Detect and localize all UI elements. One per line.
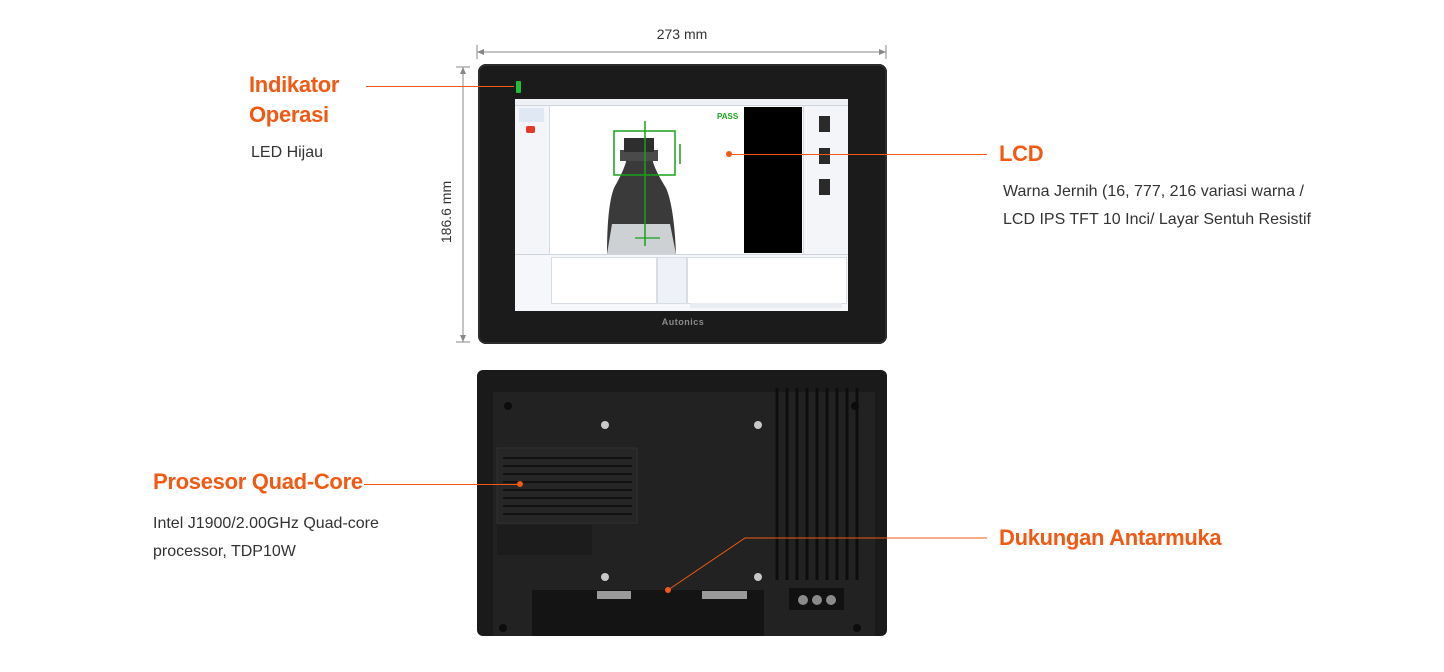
interface-title: Dukungan Antarmuka [999,525,1222,550]
screen-bottom-panel [515,254,848,311]
operation-indicator-description: LED Hijau [251,144,324,161]
operation-indicator-title-line1: Indikator [249,72,340,97]
device-back [477,370,887,636]
processor-title: Prosesor Quad-Core [153,469,363,494]
device-front: Autonics PASS [478,64,887,344]
screen-menubar [515,99,848,106]
screen-black-preview [744,107,802,253]
screen-left-panel [515,106,550,254]
lcd-screen: PASS [515,99,848,311]
lcd-description-line2: LCD IPS TFT 10 Inci/ Layar Sentuh Resist… [1003,211,1311,228]
processor-leader-dot [517,481,523,487]
interface-leader-line [665,537,987,593]
pass-status: PASS [717,112,739,121]
processor-description-line1: Intel J1900/2.00GHz Quad-core [153,515,379,532]
lcd-leader-dot [726,151,732,157]
lcd-leader-line [729,154,987,155]
width-dimension-arrow [476,45,887,59]
lcd-description-line1: Warna Jernih (16, 777, 216 variasi warna… [1003,183,1304,200]
processor-description-line2: processor, TDP10W [153,543,296,560]
width-dimension-label: 273 mm [656,26,708,42]
lcd-title: LCD [999,141,1044,166]
processor-leader-line [364,484,520,485]
brand-logo: Autonics [661,317,705,327]
screen-image-view: PASS [550,106,743,254]
height-dimension-label: 186.6 mm [438,180,454,244]
bottle-image [607,121,681,254]
operation-indicator-leader-line [366,86,514,87]
operation-led [516,81,521,93]
device-back-illustration [477,370,887,636]
screen-thumbnail-panel [803,106,848,254]
height-dimension-arrow [456,66,470,343]
operation-indicator-title-line2: Operasi [249,102,329,127]
